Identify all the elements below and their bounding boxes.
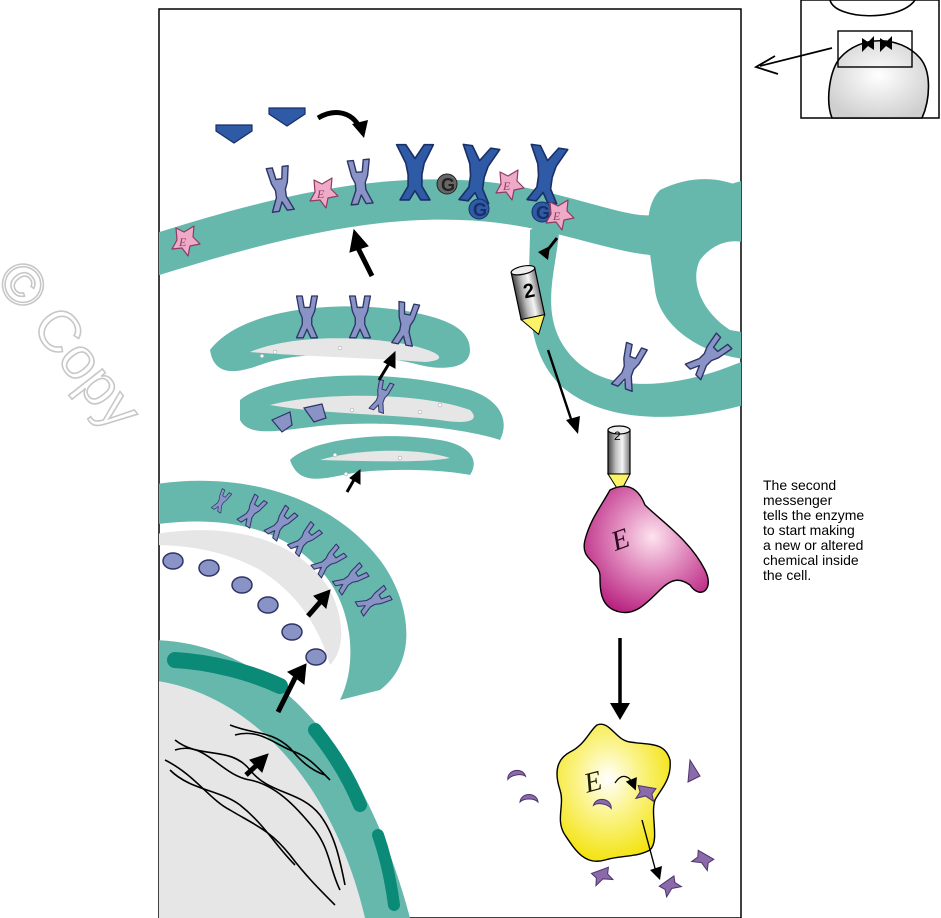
caption-line: a new or altered <box>763 537 864 553</box>
svg-text:© Copy: © Copy <box>0 248 155 441</box>
endoplasmic-reticulum <box>159 480 407 700</box>
chemical-products <box>506 758 715 898</box>
caption-line: The second <box>763 477 837 493</box>
svg-text:2: 2 <box>614 429 621 443</box>
svg-text:E: E <box>178 235 187 249</box>
cell-panel: G G G E E E E <box>158 8 742 918</box>
svg-text:E: E <box>502 179 511 193</box>
dna-strands <box>164 724 346 906</box>
caption-line: tells the enzyme <box>763 507 865 523</box>
second-messenger: 2 <box>510 237 580 434</box>
caption-line: chemical inside <box>763 552 859 568</box>
svg-text:G: G <box>473 200 487 220</box>
caption-line: to start making <box>763 522 855 538</box>
inactive-enzymes: E E E E <box>171 169 575 257</box>
nucleus <box>159 640 410 918</box>
copyright-watermark: © Copy <box>0 247 155 442</box>
svg-text:E: E <box>316 187 325 201</box>
golgi-vesicles <box>259 345 443 477</box>
inset-pointer-arrow <box>753 47 833 75</box>
svg-text:G: G <box>536 203 550 223</box>
caption-text: The second messenger tells the enzyme to… <box>763 478 938 583</box>
cell-thumbnail-inset <box>800 0 940 119</box>
g-proteins: G G G <box>436 173 553 223</box>
cell-membrane <box>159 179 741 276</box>
svg-text:E: E <box>552 209 561 223</box>
transport-arrows <box>244 228 396 777</box>
activated-enzyme: 2 E <box>583 425 709 720</box>
mrna-ribosomes <box>162 552 327 666</box>
golgi-receptors <box>271 295 421 433</box>
caption-line: messenger <box>763 492 833 508</box>
svg-text:2: 2 <box>521 279 536 303</box>
product-enzyme: E <box>556 723 671 880</box>
caption-line: the cell. <box>763 567 812 583</box>
svg-text:G: G <box>441 175 455 195</box>
